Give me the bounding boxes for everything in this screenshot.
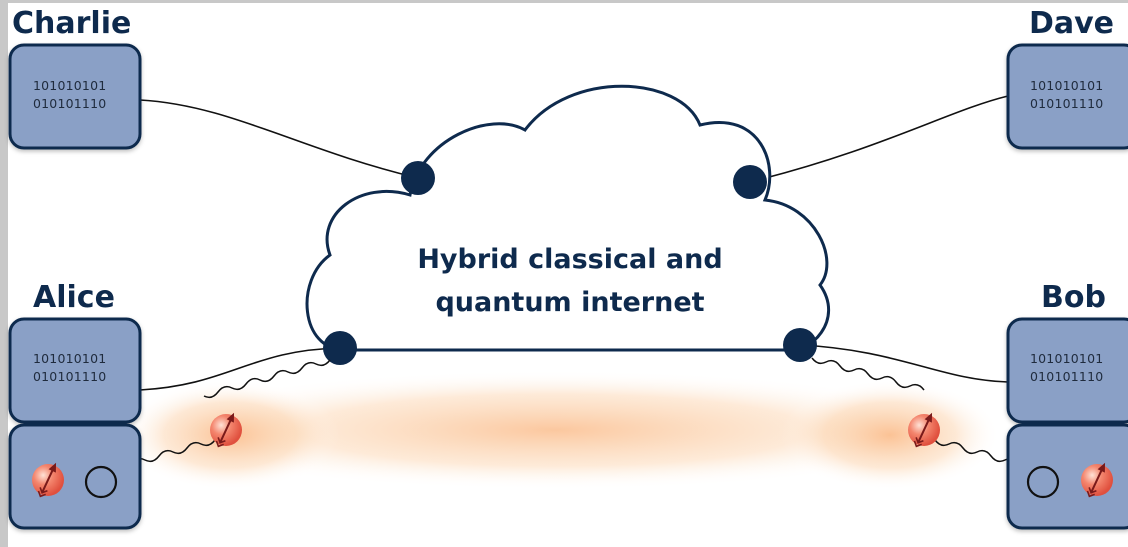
link-bob [799,344,1009,383]
connector-dot-dave [733,165,767,199]
connector-dot-alice [323,331,357,365]
node-name-dave: Dave [1029,6,1114,41]
classical-bits-line1: 101010101 [1030,78,1103,93]
internet-cloud [305,84,830,352]
empty-qubit-slot-icon [1026,465,1060,499]
classical-bits-line2: 010101110 [1030,96,1103,111]
cloud-connectors [323,161,817,365]
quantum-memory-alice [8,423,142,530]
cloud-title-line1: Hybrid classical and [417,244,722,275]
classical-bits-line1: 101010101 [33,78,106,93]
flying-qubit-left [210,410,242,450]
photon-wave-icon [203,359,331,399]
empty-qubit-slot-icon [84,465,118,499]
photon-waves [130,357,1020,465]
link-dave [749,95,1009,183]
quantum-memory-bob [1006,423,1128,530]
classical-bits-line2: 010101110 [33,369,106,384]
node-alice: Alice 101010101 010101110 [8,280,142,530]
classical-bits-line1: 101010101 [1030,351,1103,366]
link-charlie [139,99,419,179]
node-name-alice: Alice [33,280,115,315]
node-name-charlie: Charlie [12,6,131,41]
link-alice [139,347,341,391]
quantum-channel-glow [120,370,1000,490]
cloud-title-line2: quantum internet [435,287,704,318]
connector-dot-bob [783,328,817,362]
node-name-bob: Bob [1041,280,1106,315]
classical-bits-line2: 010101110 [33,96,106,111]
classical-links [139,95,1009,391]
photon-wave-icon [934,439,1020,465]
photon-wave-icon [130,439,216,465]
classical-bits-line2: 010101110 [1030,369,1103,384]
flying-qubit-right [908,410,940,450]
node-bob: Bob 101010101 010101110 [1006,280,1128,530]
node-charlie: Charlie 101010101 010101110 [8,6,142,150]
node-dave: Dave 101010101 010101110 [1006,6,1128,150]
connector-dot-charlie [401,161,435,195]
classical-bits-line1: 101010101 [33,351,106,366]
photon-wave-icon [811,357,925,391]
